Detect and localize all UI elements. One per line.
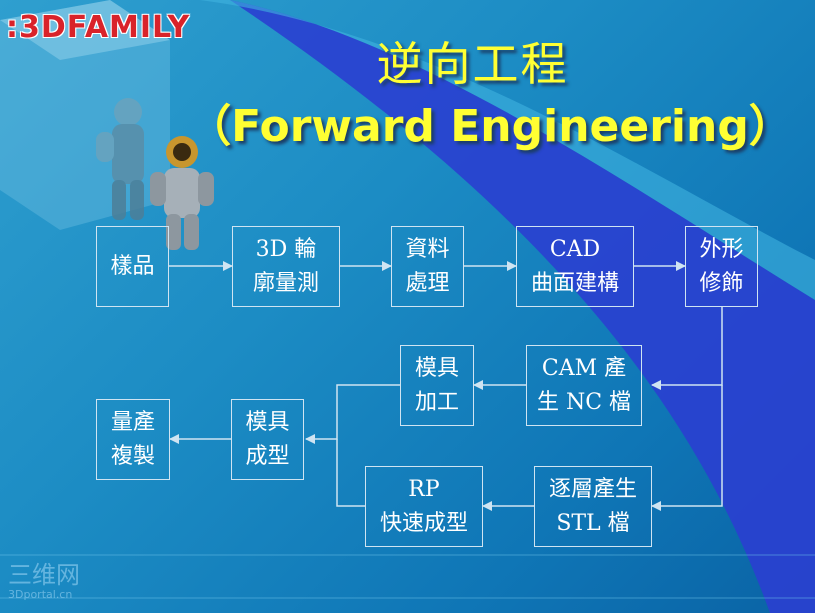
box-stl: 逐層產生 STL 檔	[534, 466, 652, 547]
arrow-rp-to-mold-form	[336, 439, 365, 507]
box-sample: 樣品	[96, 226, 169, 307]
box-mass: 量產 複製	[96, 399, 170, 480]
astronaut-figure-1	[96, 98, 144, 220]
box-rp: RP 快速成型	[365, 466, 483, 547]
astronaut-figure-2	[150, 136, 214, 250]
watermark: 三维网	[8, 561, 80, 589]
arrow-shape-to-cam	[651, 307, 723, 390]
box-mold-form: 模具 成型	[231, 399, 304, 480]
box-data: 資料 處理	[391, 226, 464, 307]
box-scan: 3D 輪 廓量測	[232, 226, 340, 307]
arrow-mold-proc-to-mold-form	[305, 384, 400, 444]
watermark-sub: 3Dportal.cn	[8, 588, 73, 601]
slide-subtitle: （Forward Engineering）	[187, 101, 793, 152]
box-cad: CAD 曲面建構	[516, 226, 634, 307]
box-cam: CAM 產 生 NC 檔	[526, 345, 642, 426]
box-mold-proc: 模具 加工	[400, 345, 474, 426]
logo: :3DFAMILY	[6, 10, 191, 45]
arrow-shape-to-stl	[651, 385, 723, 511]
glass-cube-top	[0, 0, 170, 60]
box-shape: 外形 修飾	[685, 226, 758, 307]
slide-title: 逆向工程	[376, 37, 569, 91]
